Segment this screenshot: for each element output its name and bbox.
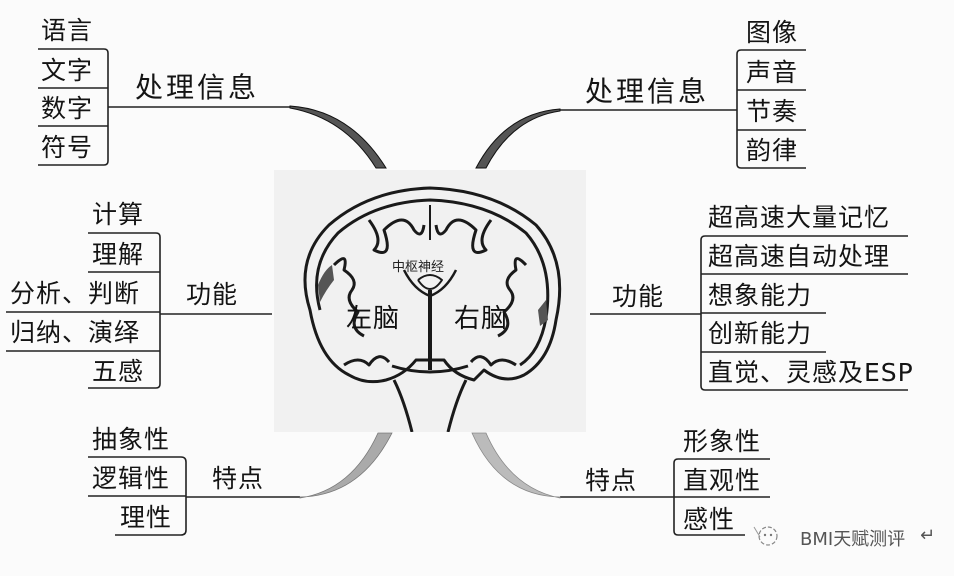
- wechat-icon: [752, 523, 782, 547]
- return-arrow-icon: ↵: [920, 525, 936, 546]
- right-function-title: 功能: [612, 282, 665, 311]
- left-traits-item: 理性: [120, 503, 173, 532]
- left-function-title: 功能: [186, 280, 239, 309]
- left-traits-item: 抽象性: [92, 425, 171, 454]
- left-processing-item: 文字: [41, 56, 94, 85]
- brain-illustration: [303, 186, 562, 432]
- left-traits-title: 特点: [212, 464, 265, 493]
- left-function-item: 分析、判断: [10, 279, 141, 308]
- right-processing-item: 韵律: [746, 136, 799, 165]
- right-function-item: 超高速大量记忆: [708, 203, 891, 232]
- right-brain-label: 右脑: [454, 304, 509, 334]
- right-traits-title: 特点: [585, 466, 638, 495]
- right-processing-item: 节奏: [746, 97, 799, 126]
- left-function-item: 计算: [92, 200, 145, 229]
- brain-diagram: 中枢神经 左脑 右脑: [274, 170, 586, 432]
- right-traits-item: 感性: [683, 505, 736, 534]
- left-processing-item: 语言: [41, 16, 94, 45]
- right-function-item: 直觉、灵感及ESP: [708, 358, 914, 387]
- right-function-item: 超高速自动处理: [708, 242, 891, 271]
- right-traits-item: 直观性: [683, 466, 762, 495]
- right-processing-title: 处理信息: [585, 75, 710, 108]
- left-function-item: 归纳、演绎: [10, 318, 141, 347]
- left-traits-item: 逻辑性: [92, 464, 171, 493]
- right-processing-item: 图像: [746, 18, 799, 47]
- left-function-item: 理解: [92, 240, 145, 269]
- left-function-item: 五感: [92, 357, 145, 386]
- right-function-item: 想象能力: [708, 281, 813, 310]
- left-processing-title: 处理信息: [135, 71, 260, 104]
- left-brain-label: 左脑: [346, 304, 401, 334]
- right-traits-item: 形象性: [683, 427, 762, 456]
- left-processing-item: 符号: [41, 133, 94, 162]
- right-processing-item: 声音: [746, 58, 799, 87]
- right-function-item: 创新能力: [708, 319, 813, 348]
- left-processing-item: 数字: [41, 94, 94, 123]
- central-nervous-label: 中枢神经: [392, 260, 445, 275]
- watermark-text: BMI天赋测评: [800, 529, 906, 550]
